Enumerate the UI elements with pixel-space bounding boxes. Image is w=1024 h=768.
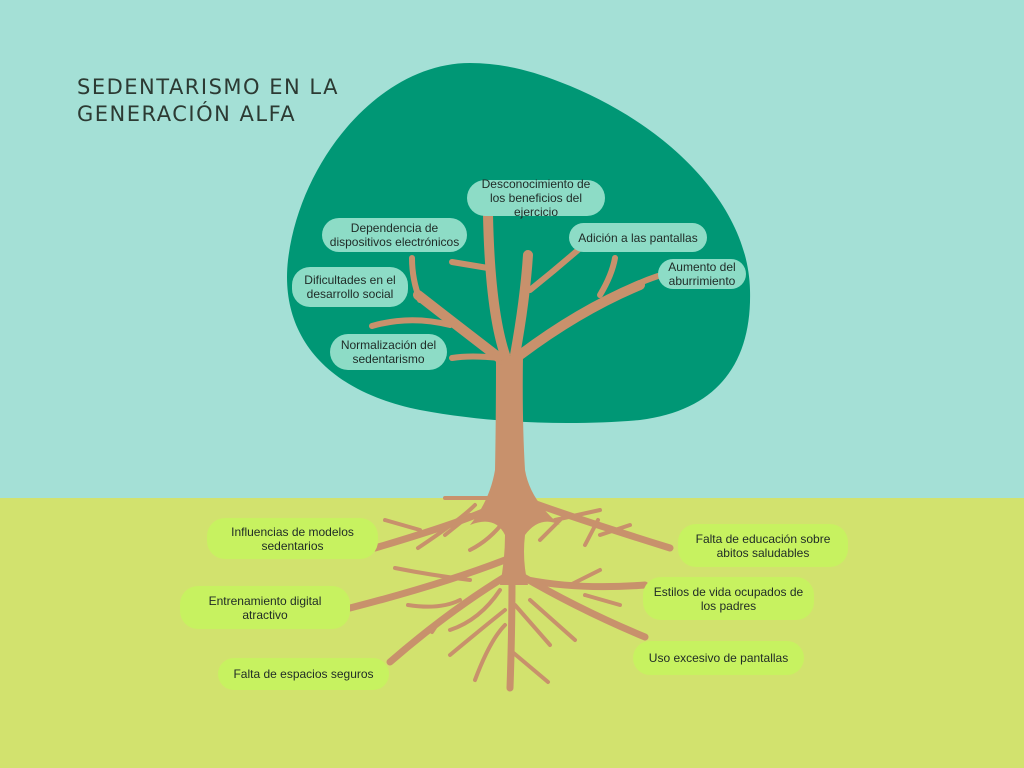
tree-roots [346,496,674,692]
cause-estilos: Estilos de vida ocupados de los padres [643,577,814,620]
page-title: SEDENTARISMO EN LA GENERACIÓN ALFA [77,74,339,128]
cause-educacion: Falta de educación sobre abitos saludabl… [678,524,848,567]
effect-dependencia: Dependencia de dispositivos electrónicos [322,218,467,252]
cause-espacios: Falta de espacios seguros [218,658,389,690]
title-line-1: SEDENTARISMO EN LA [77,75,339,99]
cause-uso: Uso excesivo de pantallas [633,641,804,675]
tree-branches [369,210,661,365]
title-line-2: GENERACIÓN ALFA [77,102,297,126]
tree-trunk [470,356,560,585]
effect-adicion: Adición a las pantallas [569,223,707,252]
cause-influencias: Influencias de modelos sedentarios [207,518,378,559]
effect-normalizacion: Normalización del sedentarismo [330,334,447,370]
cause-entrenamiento: Entrenamiento digital atractivo [180,586,350,629]
tree-canopy [287,63,751,423]
effect-dificultades: Dificultades en el desarrollo social [292,267,408,307]
effect-aburrimiento: Aumento del aburrimiento [658,259,746,289]
effect-desconocimiento: Desconocimiento de los beneficios del ej… [467,177,605,219]
